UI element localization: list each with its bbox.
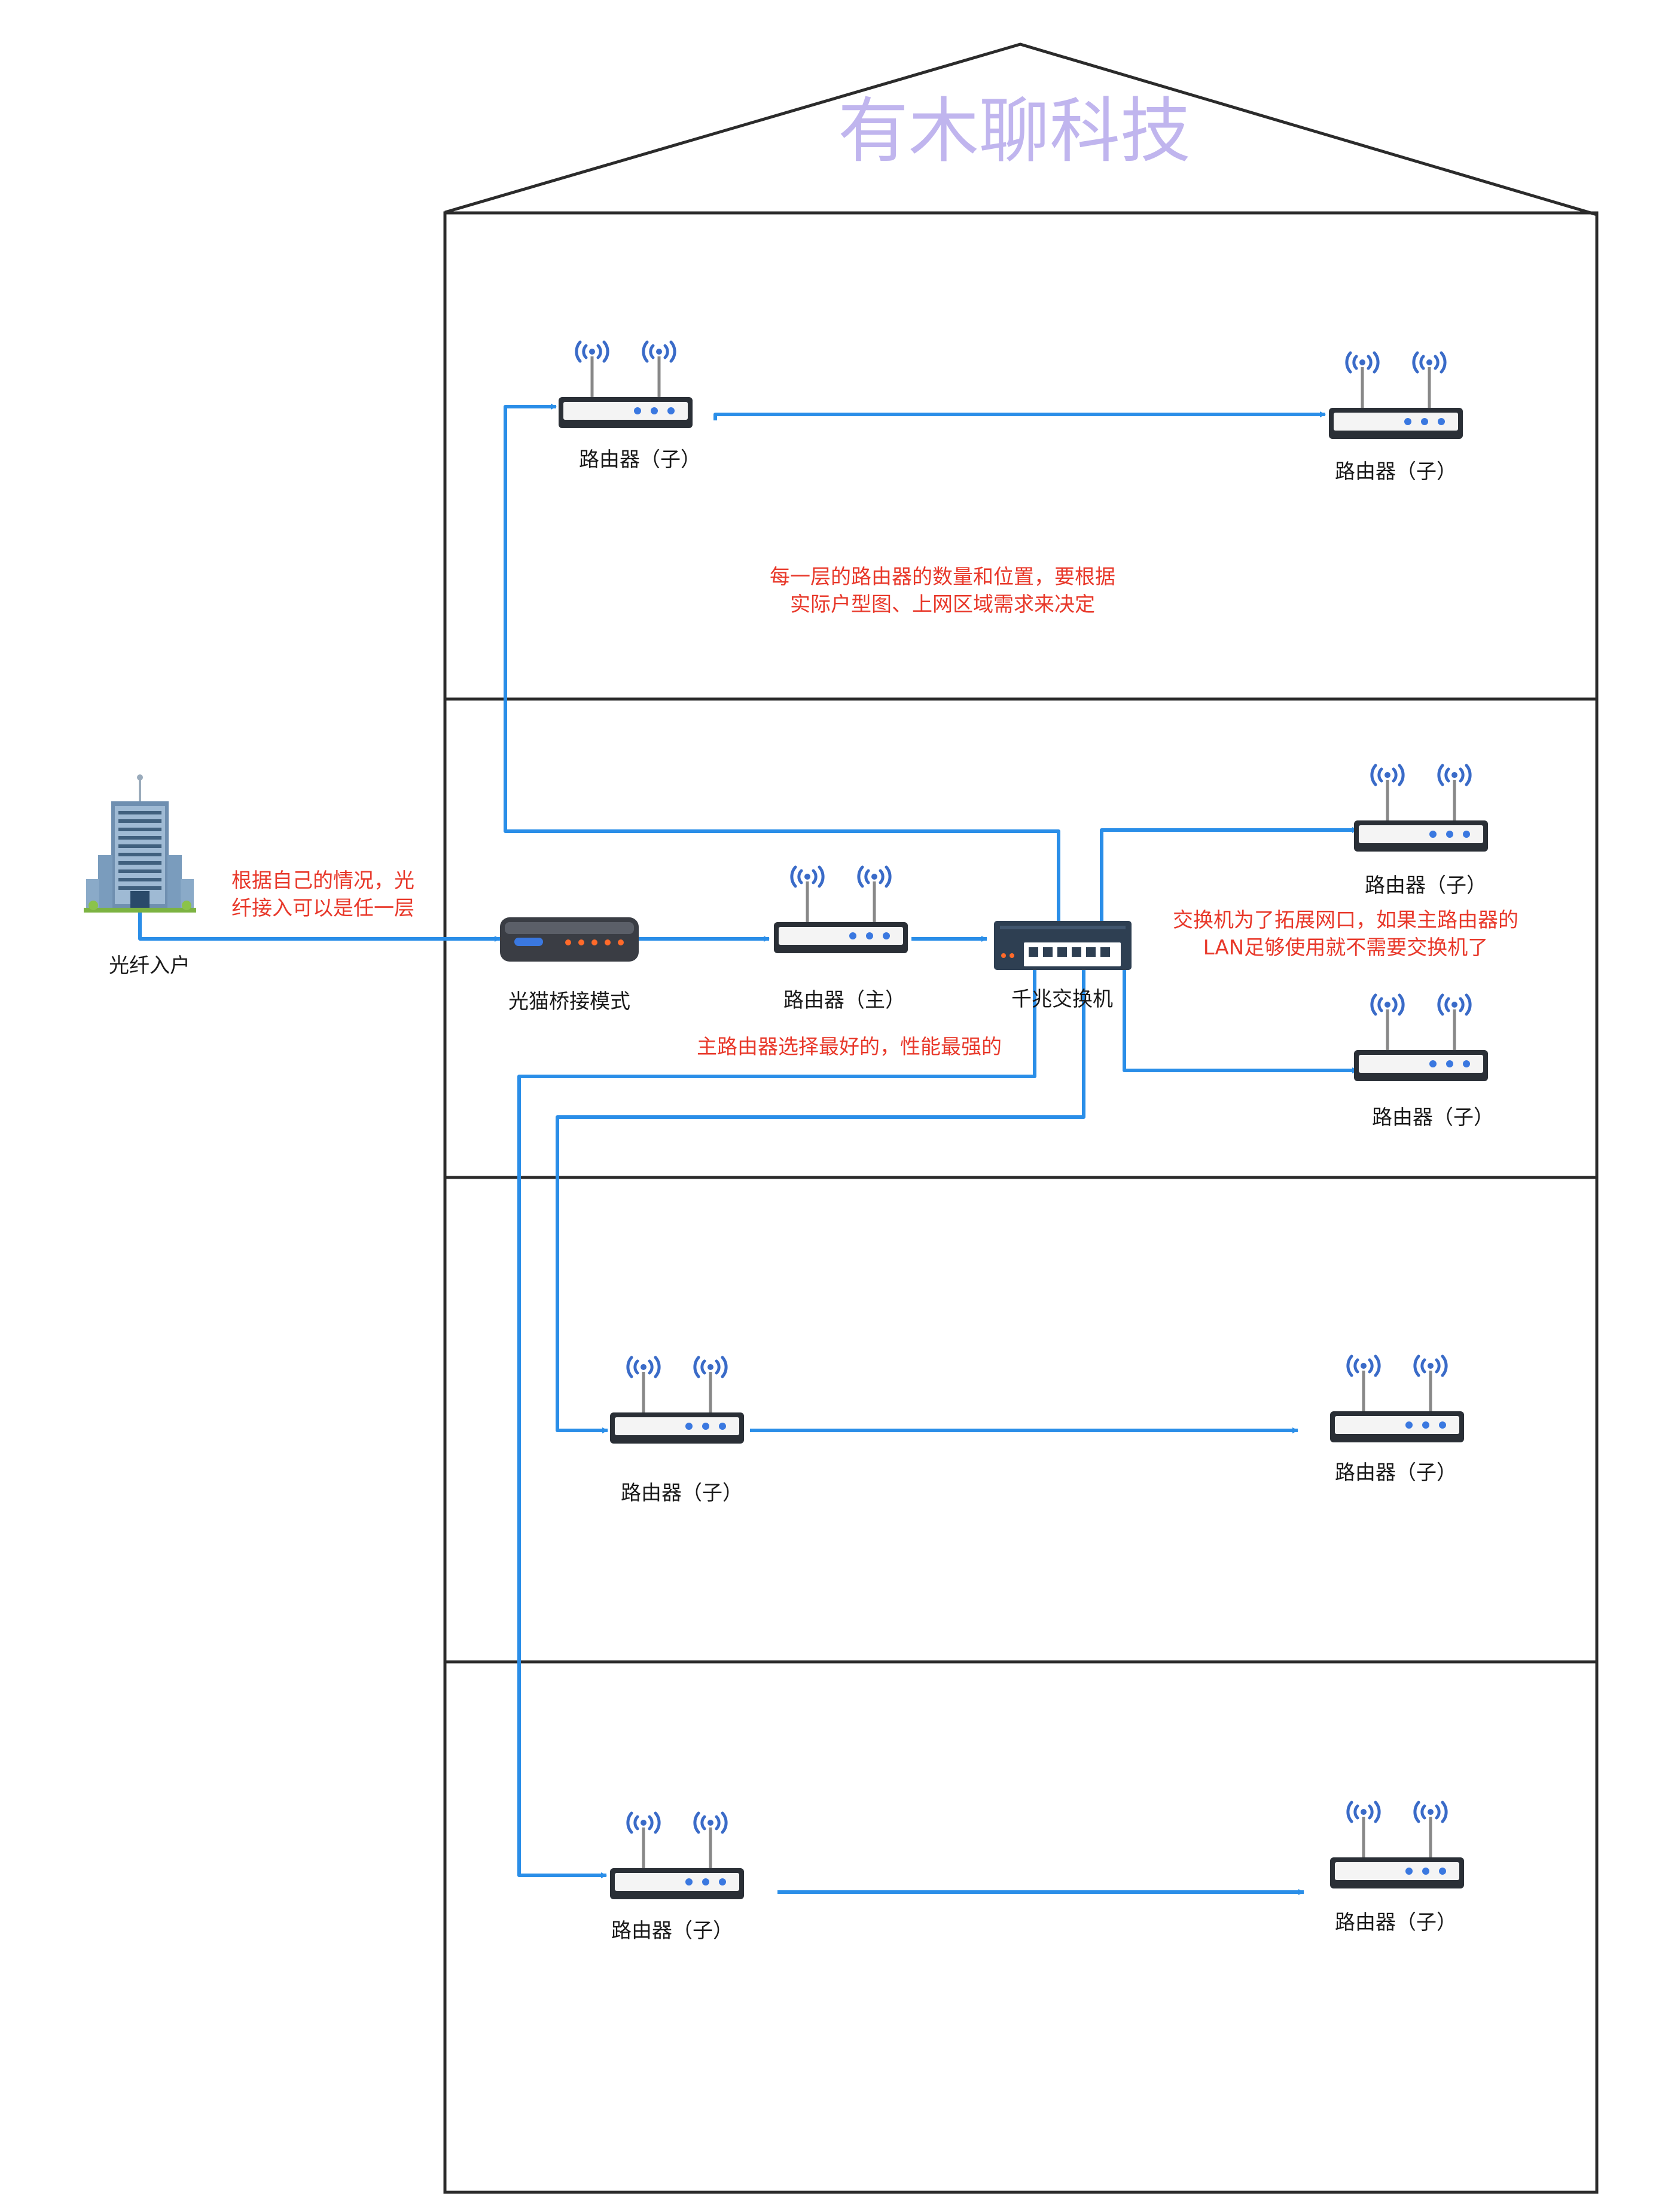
connection-wires [138, 404, 1358, 1895]
house-body [443, 211, 1599, 2194]
top-floor-note-line1: 每一层的路由器的数量和位置，要根据 [770, 565, 1115, 589]
wifi-router-icon [1354, 765, 1488, 852]
wire-switch-to-lower-right [1123, 970, 1358, 1073]
office-building-icon [84, 774, 196, 913]
wire-top-floor-across [713, 411, 1326, 420]
upper-right-router-label: 路由器（子） [1365, 874, 1487, 898]
main-router-label: 路由器（主） [783, 988, 905, 1012]
wire-switch-to-top-floor [504, 404, 1060, 921]
wifi-router-icon [559, 342, 693, 428]
top-left-router-label: 路由器（子） [579, 448, 701, 472]
lower-right-router-label: 路由器（子） [1372, 1106, 1494, 1130]
fiber-note-line2: 纤接入可以是任一层 [231, 896, 414, 920]
third-right-router-label: 路由器（子） [1335, 1461, 1457, 1485]
bottom-right-router-label: 路由器（子） [1335, 1911, 1457, 1935]
top-floor-note-line2: 实际户型图、上网区域需求来决定 [790, 593, 1095, 617]
bottom-left-router-label: 路由器（子） [611, 1919, 733, 1943]
wire-switch-to-upper-right [1100, 827, 1358, 921]
wifi-router-icon [610, 1813, 744, 1899]
optical-modem-icon [500, 917, 639, 962]
fiber-note-line1: 根据自己的情况，光 [231, 869, 414, 893]
top-right-router-label: 路由器（子） [1335, 460, 1457, 484]
house-roof [444, 42, 1597, 216]
switch-note-line1: 交换机为了拓展网口，如果主路由器的 [1173, 908, 1518, 932]
fiber-entry-label: 光纤入户 [109, 954, 190, 978]
switch-label: 千兆交换机 [1011, 987, 1113, 1011]
wifi-router-icon [1354, 995, 1488, 1081]
wire-switch-to-bottom-floor [517, 970, 1036, 1878]
modem-label: 光猫桥接模式 [508, 990, 630, 1014]
wire-switch-to-third-floor [556, 970, 1085, 1433]
wifi-router-icon [774, 867, 908, 953]
third-left-router-label: 路由器（子） [621, 1481, 743, 1505]
wire-fiber-to-modem [138, 909, 501, 942]
wifi-router-icon [610, 1357, 744, 1444]
wifi-router-icon [1330, 1802, 1464, 1888]
switch-note-line2: LAN足够使用就不需要交换机了 [1203, 936, 1488, 960]
watermark-title: 有木聊科技 [838, 90, 1191, 172]
network-switch-icon [994, 921, 1132, 970]
wifi-router-icon [1329, 353, 1463, 439]
main-router-note: 主路由器选择最好的，性能最强的 [697, 1035, 1002, 1059]
wifi-router-icon [1330, 1356, 1464, 1442]
